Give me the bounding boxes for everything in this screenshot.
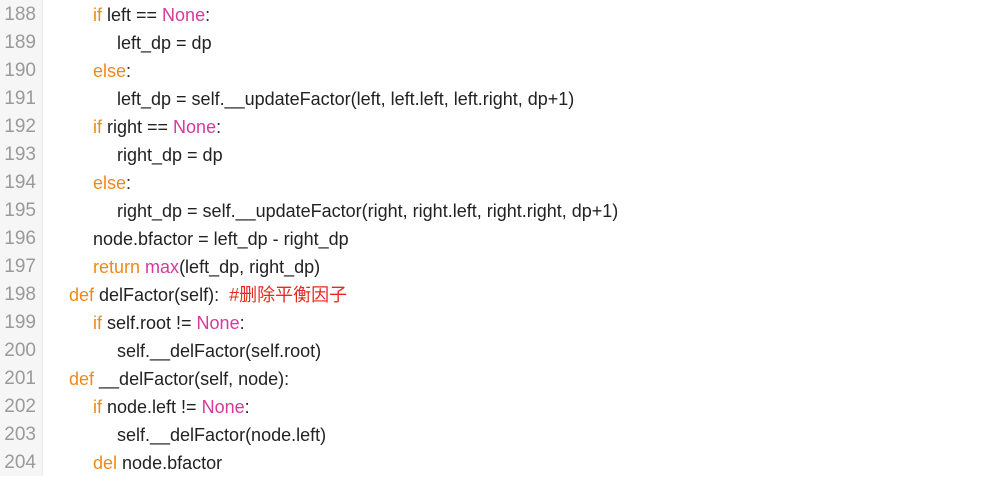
code-content: right_dp = self.__updateFactor(right, ri… [45,197,618,225]
code-text: right == [102,117,174,137]
line-number: 191 [4,88,36,109]
keyword: else [93,173,127,193]
code-text: : [244,397,250,417]
keyword: return [93,257,141,277]
code-text: self.__delFactor(self.root) [117,341,322,361]
keyword: del [93,453,118,473]
code-text: : [126,61,132,81]
code-line: 188 if left == None: [0,1,991,29]
code-line: 193 right_dp = dp [0,141,991,169]
line-number: 202 [4,396,36,417]
code-content: left_dp = self.__updateFactor(left, left… [45,85,574,113]
code-content: node.bfactor = left_dp - right_dp [45,225,349,253]
line-number: 196 [4,228,36,249]
code-line: 203 self.__delFactor(node.left) [0,421,991,449]
code-line: 189 left_dp = dp [0,29,991,57]
builtin-function: max [145,257,180,277]
code-content: if self.root != None: [45,309,245,337]
code-line: 197 return max(left_dp, right_dp) [0,253,991,281]
line-number: 199 [4,312,36,333]
code-text: : [205,5,211,25]
code-text: node.bfactor [117,453,223,473]
code-line: 195 right_dp = self.__updateFactor(right… [0,197,991,225]
builtin-constant: None [201,397,245,417]
code-content: def __delFactor(self, node): [45,365,289,393]
line-number: 190 [4,60,36,81]
line-number: 204 [4,452,36,473]
code-text: left == [102,5,163,25]
code-content: return max(left_dp, right_dp) [45,253,320,281]
code-content: else: [45,169,131,197]
code-text: self.root != [102,313,197,333]
code-comment: #删除平衡因子 [229,285,348,305]
code-line: 201 def __delFactor(self, node): [0,365,991,393]
code-line: 192 if right == None: [0,113,991,141]
code-text: right_dp = dp [117,145,223,165]
keyword: else [93,61,127,81]
code-line: 194 else: [0,169,991,197]
keyword: if [93,397,102,417]
line-number: 203 [4,424,36,445]
code-line: 202 if node.left != None: [0,393,991,421]
code-text: self.__delFactor(node.left) [117,425,327,445]
code-content: right_dp = dp [45,141,223,169]
code-text: node.bfactor = left_dp - right_dp [93,229,349,249]
line-number: 194 [4,172,36,193]
code-line: 191 left_dp = self.__updateFactor(left, … [0,85,991,113]
builtin-constant: None [196,313,240,333]
keyword: if [93,5,102,25]
line-number-gutter [0,0,43,476]
code-line: 190 else: [0,57,991,85]
line-number: 189 [4,32,36,53]
code-content: self.__delFactor(self.root) [45,337,321,365]
builtin-constant: None [162,5,206,25]
line-number: 192 [4,116,36,137]
code-line: 198 def delFactor(self): #删除平衡因子 [0,281,991,309]
code-line: 196 node.bfactor = left_dp - right_dp [0,225,991,253]
code-line: 204 del node.bfactor [0,449,991,477]
code-text: : [126,173,132,193]
builtin-constant: None [173,117,217,137]
code-text: left_dp = self.__updateFactor(left, left… [117,89,575,109]
code-content: if left == None: [45,1,210,29]
line-number: 201 [4,368,36,389]
code-line: 200 self.__delFactor(self.root) [0,337,991,365]
line-number: 195 [4,200,36,221]
code-text: delFactor(self): [94,285,230,305]
line-number: 198 [4,284,36,305]
keyword: def [69,369,95,389]
code-text: (left_dp, right_dp) [179,257,321,277]
code-content: def delFactor(self): #删除平衡因子 [45,281,347,309]
code-text: right_dp = self.__updateFactor(right, ri… [117,201,619,221]
keyword: if [93,313,102,333]
code-content: self.__delFactor(node.left) [45,421,326,449]
code-text: __delFactor(self, node): [94,369,290,389]
code-text: : [216,117,222,137]
code-content: del node.bfactor [45,449,222,477]
line-number: 197 [4,256,36,277]
line-number: 188 [4,4,36,25]
code-content: if node.left != None: [45,393,250,421]
keyword: if [93,117,102,137]
line-number: 200 [4,340,36,361]
code-content: if right == None: [45,113,221,141]
code-line: 199 if self.root != None: [0,309,991,337]
code-content: left_dp = dp [45,29,212,57]
code-text: : [239,313,245,333]
keyword: def [69,285,95,305]
code-text: node.left != [102,397,202,417]
code-text: left_dp = dp [117,33,212,53]
code-content: else: [45,57,131,85]
line-number: 193 [4,144,36,165]
